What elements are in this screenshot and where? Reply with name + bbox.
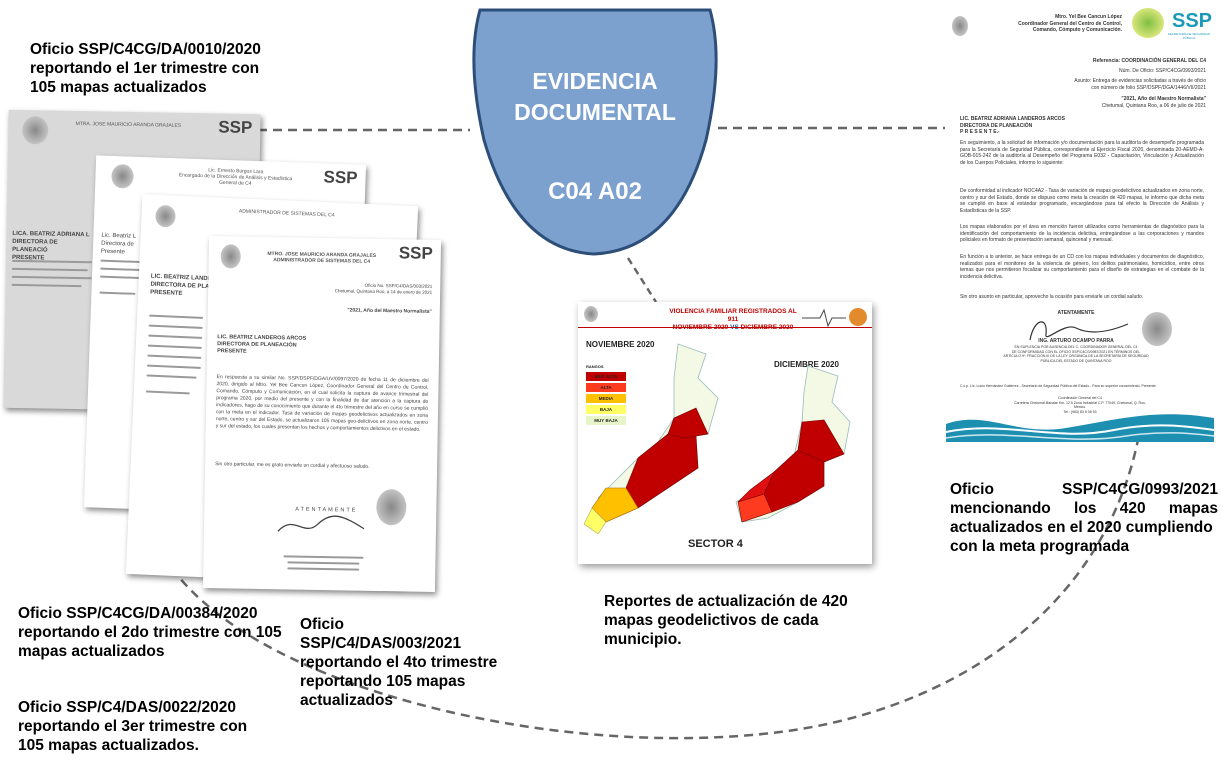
leaf-logo-icon	[1132, 8, 1164, 38]
letter-date: Chetumal, Quintana Roo, a 06 de julio de…	[1101, 103, 1206, 109]
letter-addressee: LIC. BEATRIZ ADRIANA LANDEROS ARCOS DIRE…	[960, 116, 1065, 135]
ssp-logo: SSP	[398, 243, 433, 263]
seal-icon	[584, 306, 598, 322]
center-title-line1: EVIDENCIA	[532, 68, 658, 94]
doc2-header: Lic. Ernesto Burgos Lara Encargado de la…	[178, 167, 293, 187]
caption-q3: Oficio SSP/C4/DAS/0022/2020 reportando e…	[18, 699, 248, 754]
connector-arc	[170, 439, 1140, 740]
connector-map	[626, 257, 658, 303]
legend-item: MEDIA	[586, 394, 626, 403]
caption-right-2b: los	[1074, 500, 1097, 517]
letter-oficio-no: Núm. De Oficio: SSP/C4CG/0993/2021	[1119, 68, 1206, 74]
caption-q2: Oficio SSP/C4CG/DA/00384/2020 reportando…	[18, 605, 282, 660]
caption-right-2d: mapas	[1168, 500, 1218, 517]
doc1-header: MTRA. JOSE MAURICIO ARANDA GRAJALES	[75, 120, 182, 129]
letter-year: "2021, Año del Maestro Normalista"	[1121, 96, 1206, 102]
caption-right-3: actualizados en el 2020 cumpliendo	[950, 519, 1213, 536]
evidencia-circle: EVIDENCIA DOCUMENTAL C04 A02	[466, 0, 724, 262]
map-december	[735, 365, 851, 523]
seal-icon	[220, 244, 241, 269]
letter-p1: En seguimiento, a la solicitud de inform…	[960, 140, 1204, 166]
doc4-body: En respuesta a su similar No. SSP/DSPF/D…	[215, 374, 429, 433]
map-left-label: NOVIEMBRE 2020	[586, 340, 655, 349]
letter-signer: ING. ARTURO OCAMPO PARRA	[1038, 338, 1114, 344]
center-code: C04 A02	[548, 178, 642, 205]
caption-maps: Reportes de actualización de 420 mapas g…	[604, 593, 848, 648]
doc1-addressee: LICA. BEATRIZ ADRIANA L DIRECTORA DE PLA…	[11, 230, 90, 262]
letter-sender: Mtro. Yel Bee Cancun López Coordinador G…	[1018, 14, 1122, 33]
document-q4: SSP MTRO. JOSE MAURICIO ARANDA GRAJALES …	[202, 236, 442, 592]
letter-p3: Los mapas elaborados por el área en menc…	[960, 224, 1204, 243]
map-right-label: DICIEMBRE 2020	[774, 360, 839, 369]
letter-ccp: C.c.p. Lic. Lucio Hernández Gutiérrez.- …	[960, 384, 1157, 388]
slide-title: VIOLENCIA FAMILIAR REGISTRADOS AL 911 NO…	[668, 308, 798, 332]
letter-ssp-logo: SSP	[1172, 10, 1213, 32]
signature-icon	[277, 515, 365, 532]
legend-item: ALTA	[586, 383, 626, 392]
map-november	[583, 343, 719, 535]
caption-right-1b: SSP/C4CG/0993/2021	[1062, 481, 1218, 498]
slide-title-text: VIOLENCIA FAMILIAR REGISTRADOS AL 911	[669, 308, 797, 323]
letter-atentamente: ATENTAMENTE	[1057, 310, 1095, 316]
doc4-addressee: LIC. BEATRIZ LANDEROS ARCOS DIRECTORA DE…	[217, 334, 307, 355]
letter-p5: Sin otro asunto en particular, aprovecho…	[960, 294, 1144, 300]
sector-label: SECTOR 4	[688, 538, 743, 550]
doc4-header: MTRO. JOSE MAURICIO ARANDA GRAJALES ADMI…	[267, 251, 377, 265]
caption-q1: Oficio SSP/C4CG/DA/0010/2020 reportando …	[30, 41, 261, 96]
legend-item: MUY ALTA	[586, 372, 626, 381]
letter-signature-icon	[1029, 321, 1129, 341]
doc4-closing: Sin otro particular, me es grato enviarl…	[215, 461, 370, 470]
caption-right-4: con la meta programada	[950, 538, 1130, 555]
letter-asunto: Asunto: Entrega de evidencias solicitada…	[1074, 78, 1206, 91]
doc4-ref: Oficio No. SSP/C4/DAS/003/2021 Chetumal,…	[334, 282, 433, 295]
legend-item: MUY BAJA	[586, 416, 626, 425]
official-seal-icon	[376, 488, 407, 526]
caption-oficio-0993: Oficio SSP/C4CG/0993/2021 mencionando lo…	[950, 480, 1218, 556]
map-slide: VIOLENCIA FAMILIAR REGISTRADOS AL 911 NO…	[578, 302, 872, 564]
ssp-logo: SSP	[218, 117, 253, 138]
seal-icon	[952, 16, 968, 36]
letter-footer: Coordinador General del C4 Carretera Che…	[1014, 396, 1146, 414]
circle-shape	[472, 8, 718, 256]
seal-icon	[155, 204, 176, 228]
letter-signer-note: EN SUPLENCIA POR AUSENCIA DEL C. COORDIN…	[1003, 345, 1149, 363]
seal-icon	[22, 116, 49, 145]
letter-p2: De conformidad al indicador NOC4A2 - Tas…	[960, 188, 1204, 214]
doc4-year: "2021, Año del Maestro Normalista"	[347, 307, 432, 315]
legend-title: RANGOS	[586, 364, 604, 369]
letter-document: Mtro. Yel Bee Cancun López Coordinador G…	[946, 2, 1214, 442]
legend-item: BAJA	[586, 405, 626, 414]
letter-reference: Referencia: COORDINACIÓN GENERAL DEL C4	[1092, 58, 1206, 64]
letter-wave-decoration	[946, 414, 1214, 442]
ssp-logo: SSP	[323, 167, 358, 188]
pulse-icon	[802, 308, 867, 328]
seal-icon	[111, 163, 134, 189]
caption-right-2c: 420	[1119, 500, 1146, 517]
caption-right-2a: mencionando	[950, 500, 1051, 517]
letter-p4: En función a lo anterior, se hace entreg…	[960, 254, 1204, 280]
center-title-line2: DOCUMENTAL	[514, 99, 676, 125]
doc3-header: ADMINISTRADOR DE SISTEMAS DEL C4	[238, 208, 335, 219]
letter-seal-icon	[1142, 312, 1172, 346]
letter-ssp-sub: SECRETARÍA DE SEGURIDAD PÚBLICA	[1167, 32, 1211, 40]
caption-q4: Oficio SSP/C4/DAS/003/2021 reportando el…	[300, 616, 498, 709]
caption-right-1a: Oficio	[950, 481, 994, 498]
